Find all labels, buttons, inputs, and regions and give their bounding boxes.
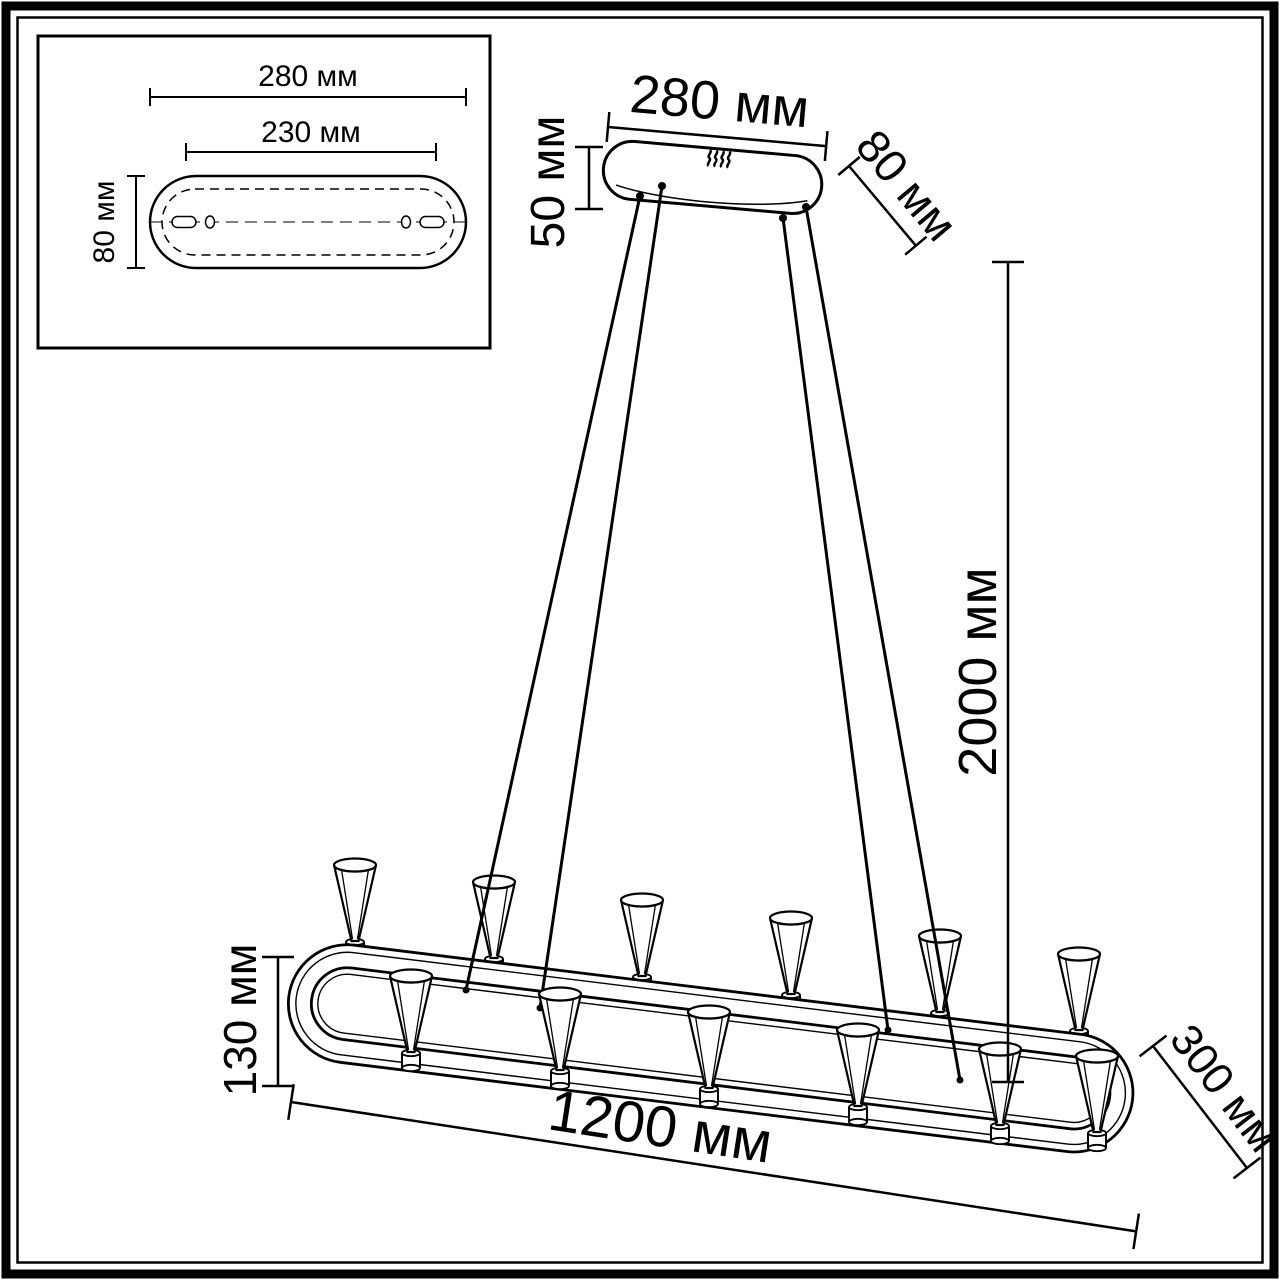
dim-line [290, 1100, 1137, 1233]
ceiling-canopy [601, 139, 824, 215]
wire-anchor-points [462, 182, 964, 1084]
wire-anchor [658, 182, 666, 190]
suspension-height-label: 2000 мм [948, 567, 1008, 776]
suspension-wire [464, 195, 642, 991]
dim-line [1152, 1045, 1248, 1169]
dim-canopy-depth: 80 мм [837, 120, 968, 256]
dim-line [848, 165, 917, 247]
inset-dim-holes: 230 мм [185, 116, 437, 161]
inset-dim-depth: 80 мм [88, 175, 145, 269]
dim-line [607, 125, 827, 148]
inner-frame [16, 16, 1264, 1264]
suspension-wires [464, 185, 962, 1081]
canopy-height-label: 50 мм [522, 116, 575, 249]
dim-fixture-depth: 300 мм [1138, 1016, 1280, 1180]
wire-anchor [636, 192, 644, 200]
canopy-length-label: 280 мм [628, 64, 812, 139]
dim-canopy-height: 50 мм [522, 116, 603, 249]
canopy-body [601, 139, 824, 215]
inset-depth-label: 80 мм [88, 181, 121, 264]
wire-anchor [462, 986, 470, 994]
tick [1232, 1156, 1262, 1180]
mounting-slot-right [419, 215, 445, 229]
clamp [726, 150, 732, 169]
inset-holes-label: 230 мм [261, 116, 361, 149]
wire-anchor [956, 1076, 964, 1084]
inset-width-label: 280 мм [258, 60, 358, 93]
clamp [719, 150, 725, 169]
shade-height-label: 130 мм [214, 944, 266, 1097]
wire-anchor [802, 203, 810, 211]
mounting-hole-right [400, 215, 412, 229]
suspension-wire [781, 217, 890, 1031]
clamp [706, 149, 712, 167]
wire-anchor [779, 214, 787, 222]
canopy-bottom-edge [615, 184, 808, 206]
dim-suspension-height: 2000 мм [948, 260, 1024, 1084]
mounting-hole-left [204, 215, 216, 229]
clamp [713, 149, 719, 168]
mounting-slot-left [171, 215, 197, 229]
suspension-wire [538, 185, 664, 1009]
canopy-wire-clamps [706, 149, 732, 169]
inset-canopy-top-view: 280 мм 230 мм 80 мм [36, 34, 492, 350]
inset-dim-width: 280 мм [149, 60, 467, 106]
dim-shade-height: 130 мм [214, 944, 294, 1097]
suspension-wire [804, 206, 962, 1081]
wire-anchor [884, 1026, 892, 1034]
